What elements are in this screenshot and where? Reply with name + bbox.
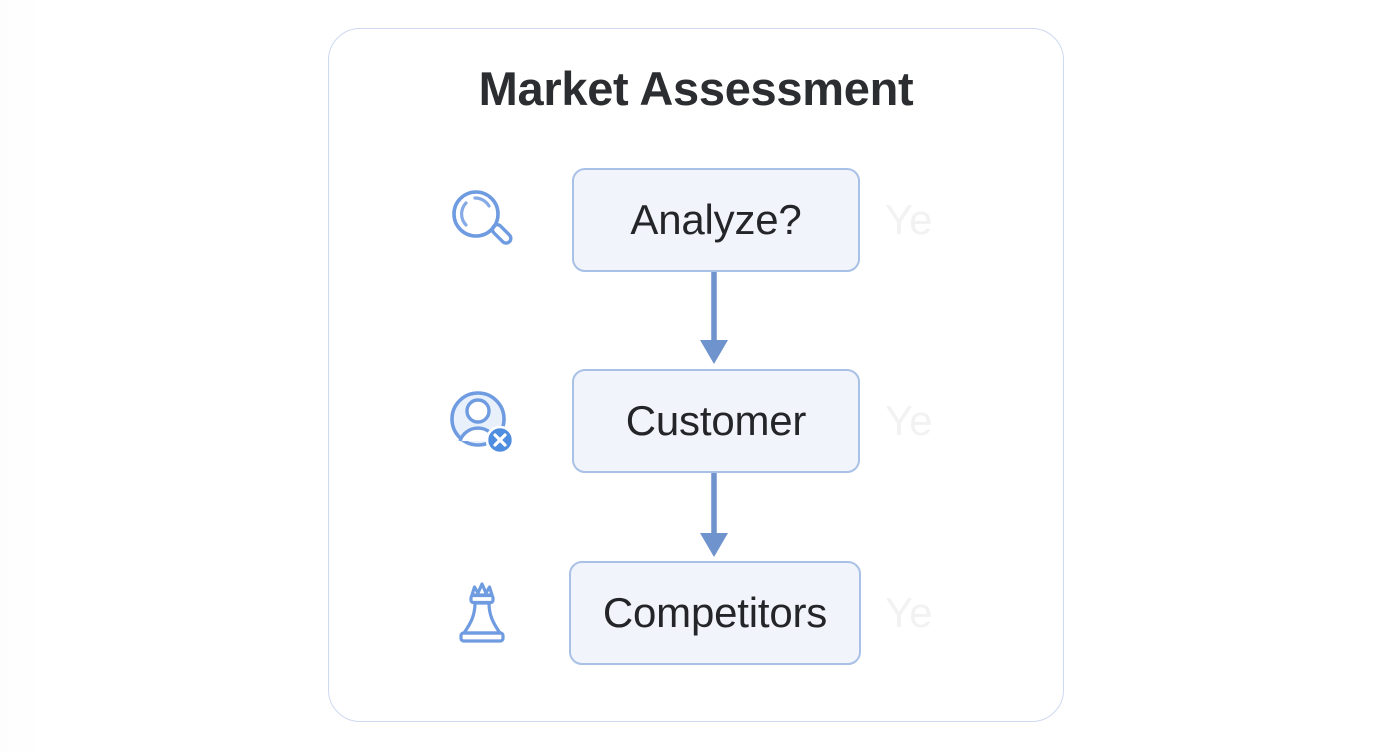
node-customer[interactable]: Customer bbox=[572, 369, 860, 473]
flow-row-analyze: Analyze? Ye bbox=[329, 168, 1065, 272]
page-title: Market Assessment bbox=[478, 62, 914, 115]
node-competitors[interactable]: Competitors bbox=[569, 561, 861, 665]
connector-analyze-to-customer bbox=[329, 272, 1065, 369]
connector-customer-to-competitors bbox=[329, 473, 1065, 561]
edge-label-analyze: Ye bbox=[885, 196, 933, 243]
flow-row-competitors: Competitors Ye bbox=[329, 561, 1065, 665]
diagram-card: Market Assessment Analyze? Ye bbox=[328, 28, 1064, 722]
node-analyze[interactable]: Analyze? bbox=[572, 168, 860, 272]
chess-queen-icon bbox=[444, 575, 520, 651]
edge-label-competitors: Ye bbox=[885, 589, 933, 636]
magnifier-icon bbox=[444, 182, 520, 258]
node-analyze-label: Analyze? bbox=[630, 196, 802, 243]
user-remove-icon bbox=[444, 383, 520, 459]
node-competitors-label: Competitors bbox=[602, 589, 828, 636]
edge-label-customer: Ye bbox=[885, 397, 933, 444]
node-customer-label: Customer bbox=[625, 397, 807, 444]
flow-row-customer: Customer Ye bbox=[329, 369, 1065, 473]
